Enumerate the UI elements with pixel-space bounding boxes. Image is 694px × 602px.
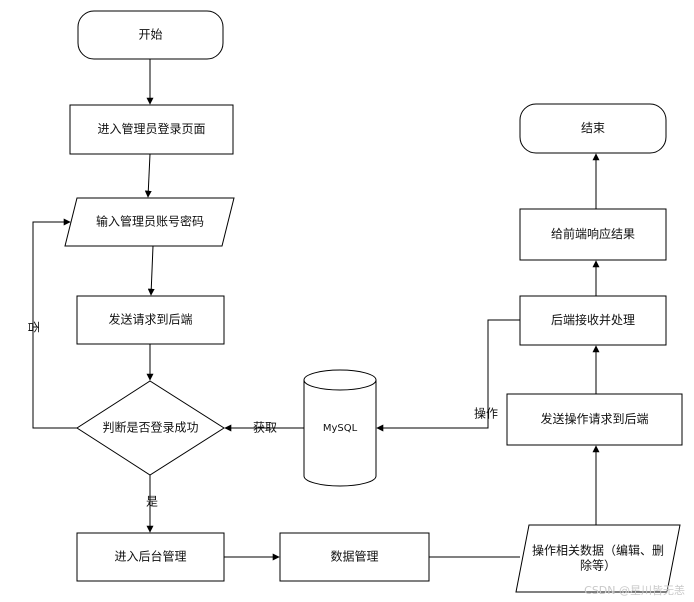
edge-input-to-send-request	[147, 245, 155, 296]
backend-process-node: 后端接收并处理	[519, 295, 667, 346]
enter-login-page-node: 进入管理员登录页面	[69, 104, 234, 155]
input-credentials-node: 输入管理员账号密码	[64, 197, 235, 247]
start-label: 开始	[138, 28, 162, 42]
respond-frontend-label: 给前端响应结果	[551, 226, 635, 241]
operate-edge-label: 操作	[474, 406, 498, 421]
related-data-label-line2: 除等）	[580, 558, 616, 573]
enter-login-page-label: 进入管理员登录页面	[97, 121, 205, 136]
judge-login-label: 判断是否登录成功	[102, 420, 198, 435]
enter-backend-label: 进入后台管理	[114, 549, 186, 564]
mysql-label: MySQL	[323, 423, 358, 434]
send-request-node: 发送请求到后端	[76, 295, 225, 345]
no-edge-label: 否	[27, 321, 41, 333]
watermark-text: CSDN @星川皆无恙	[584, 584, 685, 597]
backend-process-label: 后端接收并处理	[551, 312, 635, 327]
send-request-label: 发送请求到后端	[108, 312, 192, 327]
data-management-node: 数据管理	[279, 532, 430, 582]
start-node: 开始	[77, 10, 224, 60]
edge-login-page-to-input	[144, 153, 152, 198]
end-node: 结束	[519, 103, 667, 154]
send-operation-request-node: 发送操作请求到后端	[506, 393, 683, 446]
related-data-label-line1: 操作相关数据（编辑、删	[532, 543, 664, 558]
flow-edges	[32, 59, 600, 561]
edge-judge-no-loop	[32, 218, 77, 429]
mysql-database-node: MySQL	[303, 369, 377, 487]
input-credentials-label: 输入管理员账号密码	[96, 214, 204, 229]
send-operation-request-label: 发送操作请求到后端	[540, 411, 648, 426]
respond-frontend-node: 给前端响应结果	[519, 208, 667, 261]
yes-edge-label: 是	[146, 495, 158, 509]
enter-backend-node: 进入后台管理	[76, 532, 225, 582]
data-management-label: 数据管理	[330, 549, 378, 564]
end-label: 结束	[581, 121, 605, 135]
fetch-edge-label: 获取	[253, 421, 277, 435]
judge-login-decision: 判断是否登录成功	[76, 380, 225, 476]
related-data-node: 操作相关数据（编辑、删 除等）	[515, 524, 681, 593]
edge-backend-process-to-mysql	[376, 319, 520, 432]
